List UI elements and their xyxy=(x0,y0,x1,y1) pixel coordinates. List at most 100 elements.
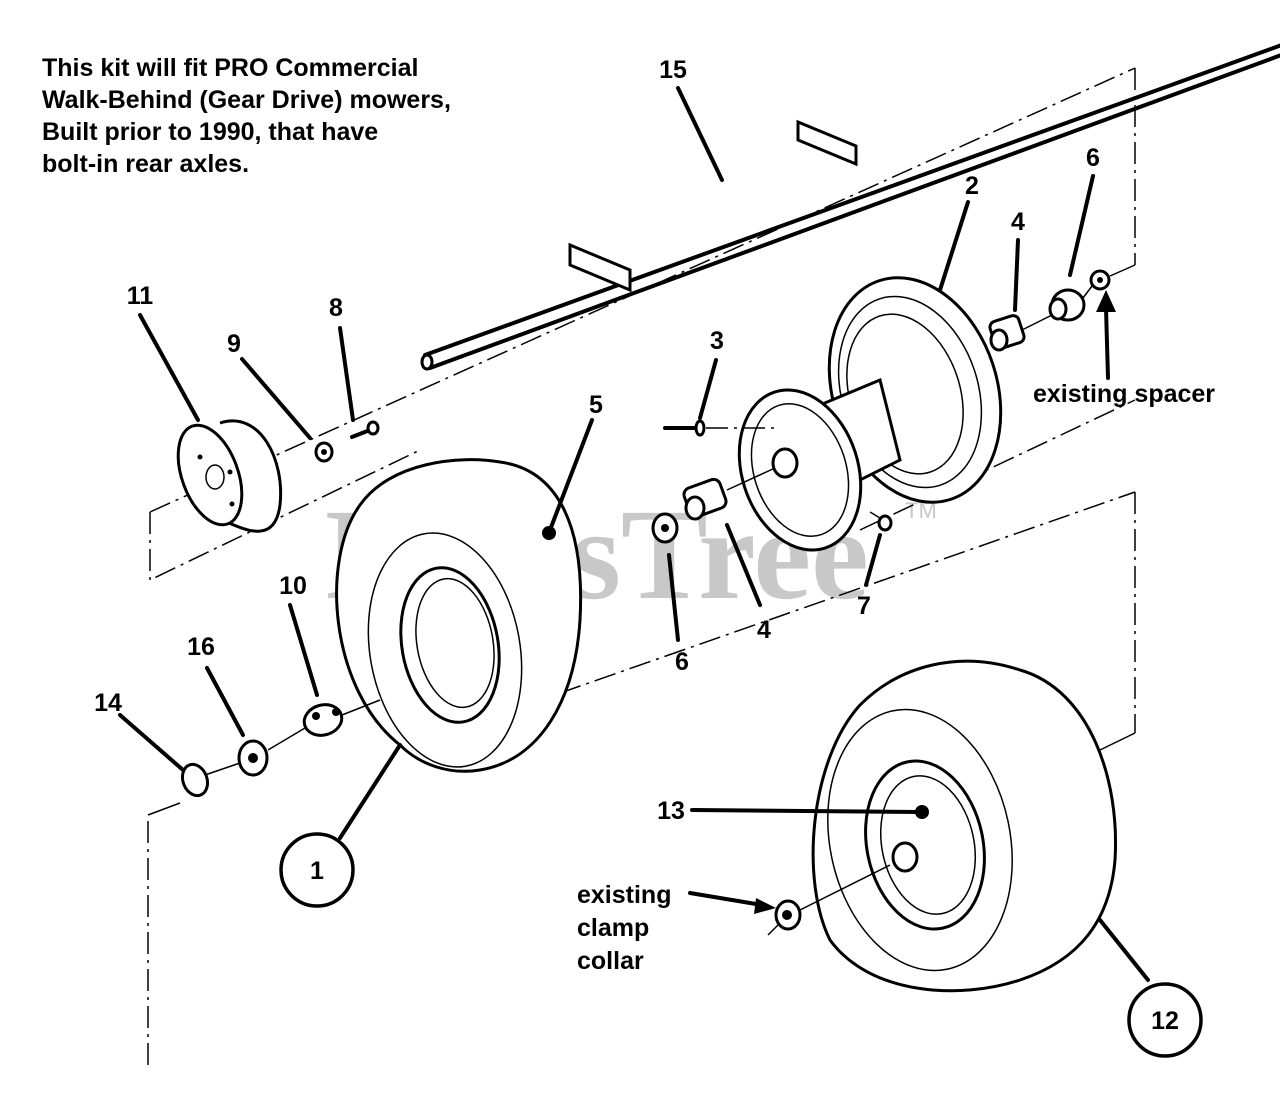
valve-stem-part-3 xyxy=(663,419,780,437)
assembly-center-line xyxy=(799,864,891,911)
callout-14[interactable]: 14 xyxy=(94,689,122,717)
kit-fitment-note: This kit will fit PRO Commercial Walk-Be… xyxy=(42,52,451,180)
hub-bolt-hole xyxy=(229,501,235,507)
leader-6-left xyxy=(667,553,680,642)
axle-edge xyxy=(423,43,1280,357)
callout-circle xyxy=(279,832,355,908)
frame-line xyxy=(1099,732,1136,751)
bearing-part-4-right xyxy=(988,314,1026,352)
callout-4-left[interactable]: 4 xyxy=(757,616,771,644)
existing-spacer-label: existing spacer xyxy=(1033,380,1215,408)
note-line: Walk-Behind (Gear Drive) mowers, xyxy=(42,86,451,114)
clamp-collar-bore xyxy=(248,753,258,763)
assembly-center-line xyxy=(204,762,241,776)
tire-bore xyxy=(399,566,501,724)
note-line: Built prior to 1990, that have xyxy=(42,118,379,146)
arrow-existing-clamp-collar xyxy=(688,891,764,907)
washer-hole xyxy=(1097,277,1103,283)
callout-11[interactable]: 11 xyxy=(127,282,154,310)
valve-base xyxy=(694,419,706,437)
annotation-line: existing xyxy=(577,881,671,909)
frame-line xyxy=(859,399,1136,531)
callout-4-right[interactable]: 4 xyxy=(1011,208,1025,236)
leader-5 xyxy=(548,418,594,532)
callout-labels: 15 2 4 6 3 11 9 8 5 6 4 7 10 16 14 13 xyxy=(94,56,1100,825)
spacer-part-6-left xyxy=(651,512,679,544)
wheel-rim-part-2 xyxy=(737,276,1003,552)
assembly-center-line xyxy=(1021,314,1053,331)
collar-hole xyxy=(332,708,340,716)
note-line: bolt-in rear axles. xyxy=(42,150,250,178)
annotation-line: clamp xyxy=(577,914,649,942)
assembly-center-line xyxy=(267,727,306,751)
note-line: This kit will fit PRO Commercial xyxy=(42,54,419,82)
bearing-part-4-left xyxy=(682,477,728,521)
leader-8 xyxy=(338,326,355,422)
callout-3[interactable]: 3 xyxy=(710,327,724,355)
callout-6-left[interactable]: 6 xyxy=(675,648,689,676)
callout-10[interactable]: 10 xyxy=(279,572,307,600)
callout-5[interactable]: 5 xyxy=(589,391,603,419)
leader-12 xyxy=(1098,918,1150,982)
tire-wheel-assembly-part-12 xyxy=(811,659,1118,993)
callout-13[interactable]: 13 xyxy=(657,797,685,825)
frame-line xyxy=(149,67,1136,513)
existing-clamp-collar-label: existing clamp collar xyxy=(577,881,671,975)
leader-9 xyxy=(240,357,312,440)
existing-spacer-washer xyxy=(1089,269,1111,291)
bolt-line xyxy=(869,511,881,519)
arrow-existing-spacer xyxy=(1104,306,1110,380)
bolt-shank xyxy=(350,428,372,439)
callout-2[interactable]: 2 xyxy=(965,172,979,200)
callout-16[interactable]: 16 xyxy=(187,633,215,661)
collar xyxy=(302,703,344,737)
bolt-part-7 xyxy=(869,511,893,532)
rim-hub-bore xyxy=(771,447,799,479)
axle-mount-plate xyxy=(796,119,858,167)
circled-callout-1[interactable]: 1 xyxy=(279,832,355,908)
leader-4-right xyxy=(1013,238,1020,312)
leader-4-left xyxy=(725,523,762,607)
cap xyxy=(180,762,210,798)
spacer-face xyxy=(1048,297,1068,321)
callout-6-right[interactable]: 6 xyxy=(1086,144,1100,172)
hub-bolt-hole xyxy=(227,469,233,475)
leader-15 xyxy=(676,86,724,182)
leader-16 xyxy=(205,666,245,737)
callout-9[interactable]: 9 xyxy=(227,330,241,358)
nut-part-9 xyxy=(314,441,334,463)
hub-part-11 xyxy=(176,419,283,533)
leader-lines xyxy=(118,86,1150,982)
leader-3 xyxy=(698,358,718,420)
axle-part-15 xyxy=(420,43,1280,371)
spacer-hole xyxy=(661,524,669,532)
leader-11 xyxy=(138,313,200,422)
upper-kit-frame xyxy=(149,67,1136,582)
hub-center-hole xyxy=(205,464,225,490)
wheel-hub xyxy=(891,841,919,873)
bearing-end xyxy=(684,495,706,521)
tire-sidewall xyxy=(827,708,1013,972)
clamp-collar-part-16 xyxy=(237,739,269,777)
leader-6-right xyxy=(1068,174,1095,277)
leader-13-dot xyxy=(915,805,929,819)
callout-label: 1 xyxy=(310,857,324,885)
assembly-center-line xyxy=(1082,285,1093,299)
arrowhead-icon xyxy=(1096,290,1116,312)
cap-part-14 xyxy=(180,762,210,798)
assembly-center-line xyxy=(726,467,776,491)
collar-hole xyxy=(312,712,320,720)
callout-label: 12 xyxy=(1151,1007,1179,1035)
leader-1 xyxy=(338,743,402,840)
callout-7[interactable]: 7 xyxy=(857,592,871,620)
leader-14 xyxy=(118,713,185,772)
callout-8[interactable]: 8 xyxy=(329,294,343,322)
bolt-part-8 xyxy=(350,420,380,439)
circled-callout-12[interactable]: 12 xyxy=(1127,982,1203,1058)
bearing-end xyxy=(989,328,1009,352)
assembly-center-line xyxy=(341,699,381,716)
callout-15[interactable]: 15 xyxy=(659,56,687,84)
tire-bore-inner xyxy=(415,577,495,709)
annotation-line: collar xyxy=(577,947,644,975)
leader-10 xyxy=(288,603,319,697)
